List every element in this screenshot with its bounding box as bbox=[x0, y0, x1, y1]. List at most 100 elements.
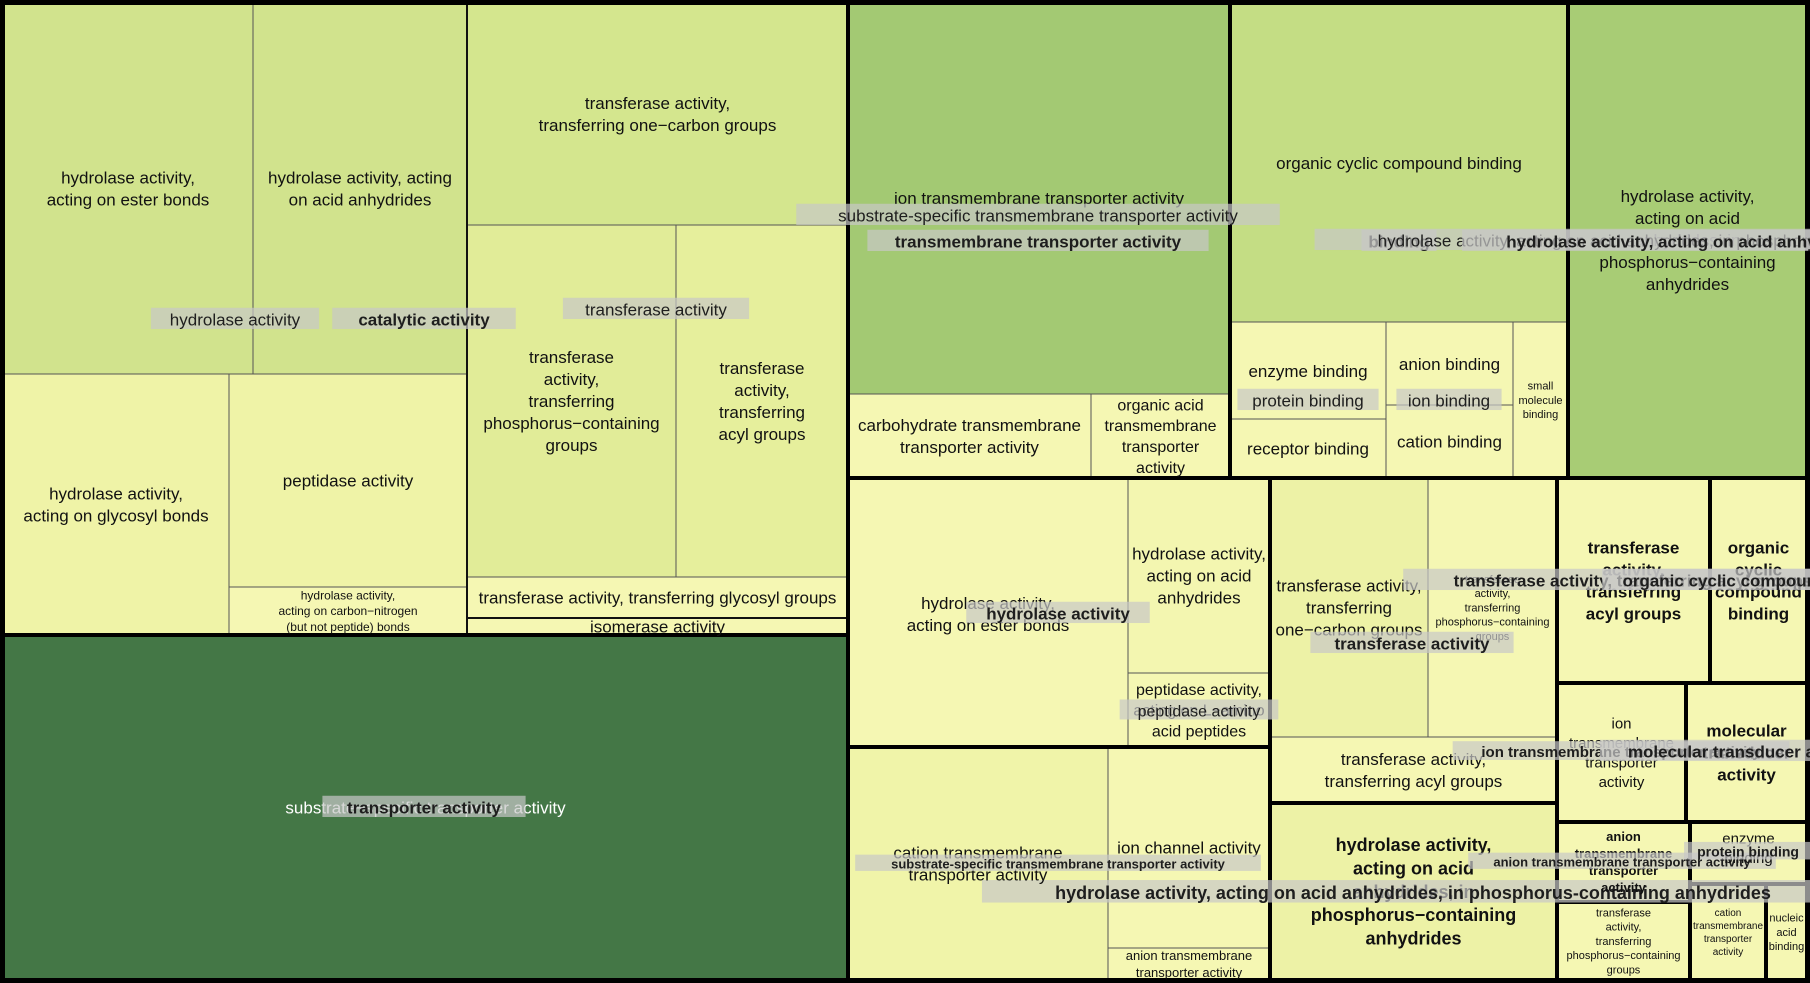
group-label-substrate-specific-transmembrane-transporter-activ-text: substrate-specific transmembrane transpo… bbox=[891, 856, 1226, 871]
tile-label-organic-acid-transmembrane-transporter-activity-line: transporter bbox=[1122, 439, 1200, 456]
treemap-labels: hydrolase activity,acting on ester bonds… bbox=[23, 94, 1810, 980]
subgroup-label-hydrolase-activity-background bbox=[150, 307, 320, 330]
treemap-tile-ion-transmembrane-transporter-activity bbox=[847, 2, 1231, 395]
group-label-hydrolase-activity-acting-on-acid-anhydrides-in-ph-text: hydrolase activity, acting on acid anhyd… bbox=[1055, 883, 1771, 903]
subgroup-label-ion-binding: ion binding bbox=[1396, 388, 1502, 411]
tile-label-cation-binding: cation binding bbox=[1397, 432, 1502, 451]
group-label-hydrolase-activity-acting-on-acid-anhydrides: hydrolase activity, acting on acid anhyd… bbox=[1462, 229, 1810, 252]
tile-label-hydrolase-activity-acting-on-carbon-nitrogen-but-n-line: (but not peptide) bonds bbox=[286, 620, 409, 634]
tile-label-organic-acid-transmembrane-transporter-activity-line: organic acid bbox=[1117, 397, 1203, 414]
treemap-tile-transferase-activity-transferring-phosphorus-conta bbox=[466, 224, 677, 578]
tile-label-transferase-activity-transferring-one-carbon-group-line: transferring bbox=[1306, 598, 1392, 617]
tile-label-hydrolase-activity-acting-on-ester-bonds: hydrolase activity,acting on ester bonds bbox=[47, 168, 210, 209]
group-label-catalytic-activity-background bbox=[332, 307, 516, 330]
tile-label-hydrolase-activity-acting-on-carbon-nitrogen-but-n-line: hydrolase activity, bbox=[301, 589, 395, 603]
tile-label-transferase-activity-transferring-glycosyl-groups: transferase activity, transferring glyco… bbox=[479, 588, 837, 607]
group-label-hydrolase-activity-acting-on-acid-anhydrides-in-ph-background bbox=[981, 880, 1810, 903]
tile-label-transferase-activity-transferring-phosphorus-conta-line: activity, bbox=[544, 370, 599, 389]
tile-label-transferase-activity-transferring-phosphorus-conta-line: groups bbox=[546, 436, 598, 455]
group-label-molecular-transducer-activity: molecular transducer activity bbox=[1600, 739, 1810, 762]
group-label-transmembrane-transporter-activity: transmembrane transporter activity bbox=[867, 229, 1209, 252]
tile-label-transferase-activity-transferring-phosphorus-conta-line: activity, bbox=[1475, 588, 1511, 600]
tile-label-hydrolase-activity-acting-on-acid-anhydrides-in-ph-line: phosphorus−containing bbox=[1311, 905, 1517, 925]
tile-label-organic-cyclic-compound-binding-line: organic cyclic compound binding bbox=[1276, 154, 1522, 173]
treemap-tile-hydrolase-activity-acting-on-carbon-nitrogen-but-n bbox=[228, 586, 468, 636]
tile-label-hydrolase-activity-acting-on-acid-anhydrides-in-ph-line: anhydrides bbox=[1646, 275, 1729, 294]
tile-label-anion-transmembrane-transporter-activity: anion transmembrane transporter activity bbox=[1126, 948, 1252, 980]
group-label-hydrolase-activity-text: hydrolase activity bbox=[986, 605, 1130, 624]
tile-label-ion-transmembrane-transporter-activity: ion transmembrane transporter activity bbox=[894, 189, 1185, 208]
tile-label-transferase-activity-transferring-phosphorus-conta-line: groups bbox=[1607, 964, 1641, 976]
tile-label-hydrolase-activity-acting-on-acid-anhydrides-in-ph-line: acting on acid bbox=[1635, 209, 1740, 228]
tile-label-peptidase-activity: peptidase activity bbox=[283, 471, 414, 490]
group-label-organic-cyclic-compound-binding-background bbox=[1602, 568, 1810, 591]
treemap-tile-transferase-activity-transferring-glycosyl-groups bbox=[466, 576, 849, 619]
tile-label-carbohydrate-transmembrane-transporter-activity-line: carbohydrate transmembrane bbox=[858, 416, 1081, 435]
group-label-transporter-activity: transporter activity bbox=[322, 795, 526, 818]
tile-label-anion-transmembrane-transporter-activity-line: transporter activity bbox=[1136, 965, 1243, 980]
group-label-hydrolase-activity-acting-on-acid-anhydrides-background bbox=[1462, 229, 1810, 252]
group-label-hydrolase-activity-acting-on-acid-anhydrides-in-ph: hydrolase activity, acting on acid anhyd… bbox=[981, 880, 1810, 903]
tile-label-ion-transmembrane-transporter-activity-line: activity bbox=[1599, 774, 1645, 791]
subgroup-label-substrate-specific-transmembrane-transporter-activ-text: substrate-specific transmembrane transpo… bbox=[838, 207, 1238, 226]
group-label-hydrolase-activity: hydrolase activity bbox=[966, 601, 1150, 624]
tile-label-transferase-activity-transferring-phosphorus-conta-line: transferring bbox=[529, 392, 615, 411]
tile-label-molecular-transducer-activity-line: activity bbox=[1717, 766, 1776, 785]
tile-label-ion-transmembrane-transporter-activity-line: ion bbox=[1611, 716, 1631, 733]
tile-label-hydrolase-activity-acting-on-acid-anhydrides-line: anhydrides bbox=[1157, 589, 1240, 608]
group-label-protein-binding-background bbox=[1684, 841, 1810, 860]
tile-label-organic-acid-transmembrane-transporter-activity-line: transmembrane bbox=[1104, 418, 1216, 435]
group-label-substrate-specific-transmembrane-transporter-activ-background bbox=[855, 854, 1261, 871]
tile-label-hydrolase-activity-acting-on-ester-bonds-line: acting on ester bonds bbox=[47, 191, 210, 210]
tile-label-hydrolase-activity-acting-on-acid-anhydrides-line: on acid anhydrides bbox=[289, 191, 432, 210]
group-label-substrate-specific-transmembrane-transporter-activ: substrate-specific transmembrane transpo… bbox=[855, 854, 1261, 871]
treemap-tile-transferase-activity-transferring-one-carbon-group bbox=[466, 2, 849, 226]
tile-label-receptor-binding-line: receptor binding bbox=[1247, 439, 1369, 458]
tile-label-transferase-activity-transferring-acyl-groups-line: acyl groups bbox=[719, 425, 806, 444]
group-label-molecular-transducer-activity-background bbox=[1600, 739, 1810, 762]
treemap-tile-transferase-activity-transferring-one-carbon-group bbox=[1269, 477, 1429, 738]
tile-label-anion-binding: anion binding bbox=[1399, 355, 1500, 374]
tile-label-transferase-activity-transferring-phosphorus-conta-line: transferring bbox=[1465, 602, 1521, 614]
tile-label-small-molecule-binding-line: binding bbox=[1523, 409, 1558, 421]
tile-label-ion-channel-activity-line: ion channel activity bbox=[1117, 838, 1261, 857]
tile-label-small-molecule-binding-line: small bbox=[1528, 381, 1554, 393]
tile-label-organic-cyclic-compound-binding-line: binding bbox=[1728, 605, 1789, 624]
tile-label-cation-binding-line: cation binding bbox=[1397, 432, 1502, 451]
tile-label-transferase-activity-transferring-phosphorus-conta-line: activity, bbox=[1606, 922, 1642, 934]
tile-label-nucleic-acid-binding-line: binding bbox=[1769, 941, 1804, 953]
tile-label-anion-transmembrane-transporter-activity-line: anion bbox=[1606, 829, 1641, 844]
tile-label-hydrolase-activity-acting-on-carbon-nitrogen-but-n-line: acting on carbon−nitrogen bbox=[278, 604, 417, 618]
tile-label-peptidase-activity-line: peptidase activity bbox=[283, 471, 414, 490]
treemap-tile-organic-cyclic-compound-binding bbox=[1229, 2, 1569, 323]
subgroup-label-substrate-specific-transmembrane-transporter-activ-background bbox=[796, 203, 1280, 226]
tile-label-anion-transmembrane-transporter-activity-line: anion transmembrane bbox=[1126, 948, 1252, 963]
subgroup-label-substrate-specific-transmembrane-transporter-activ: substrate-specific transmembrane transpo… bbox=[796, 203, 1280, 226]
subgroup-label-hydrolase-activity: hydrolase activity bbox=[150, 307, 320, 330]
tile-label-transferase-activity-transferring-acyl-groups-line: transferase bbox=[719, 359, 804, 378]
treemap-tile-organic-acid-transmembrane-transporter-activity bbox=[1090, 393, 1231, 479]
group-label-molecular-transducer-activity-text: molecular transducer activity bbox=[1628, 743, 1810, 762]
tile-label-ion-channel-activity: ion channel activity bbox=[1117, 838, 1261, 857]
subgroup-label-peptidase-activity-text: peptidase activity bbox=[1138, 703, 1261, 720]
group-label-transferase-activity-background bbox=[1310, 631, 1514, 654]
group-label-transporter-activity-background bbox=[322, 795, 526, 818]
tile-label-hydrolase-activity-acting-on-acid-anhydrides-line: hydrolase activity, acting bbox=[268, 168, 452, 187]
treemap-tile-peptidase-activity bbox=[228, 373, 468, 588]
treemap-tile-cation-binding bbox=[1385, 404, 1514, 479]
tile-label-hydrolase-activity-acting-on-acid-anhydrides-line: hydrolase activity, bbox=[1132, 544, 1266, 563]
tile-label-transferase-activity-transferring-one-carbon-group-line: transferase activity, bbox=[1276, 576, 1421, 595]
group-label-protein-binding-text: protein binding bbox=[1697, 844, 1799, 860]
tile-label-cation-transmembrane-transporter-activity-line: transporter bbox=[1704, 934, 1753, 945]
tile-label-transferase-activity-transferring-glycosyl-groups-line: transferase activity, transferring glyco… bbox=[479, 588, 837, 607]
tile-label-carbohydrate-transmembrane-transporter-activity: carbohydrate transmembrane transporter ac… bbox=[858, 416, 1081, 457]
tile-label-receptor-binding: receptor binding bbox=[1247, 439, 1369, 458]
tile-label-transferase-activity-transferring-phosphorus-conta-line: transferase bbox=[529, 348, 614, 367]
tile-label-carbohydrate-transmembrane-transporter-activity-line: transporter activity bbox=[900, 438, 1039, 457]
tile-label-anion-transmembrane-transporter-activity-line: activity bbox=[1601, 880, 1647, 895]
treemap-tile-transferase-activity-transferring-acyl-groups bbox=[675, 224, 849, 578]
